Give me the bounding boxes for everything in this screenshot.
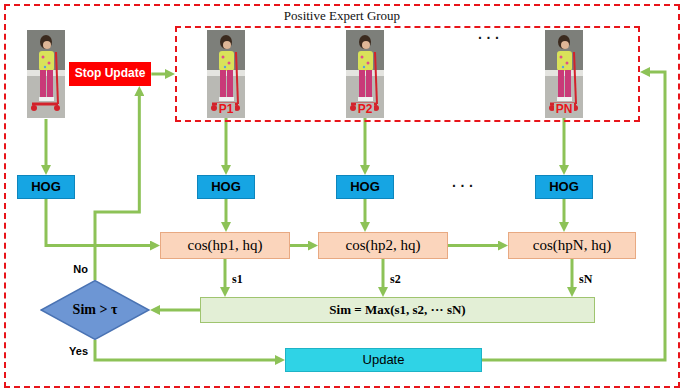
flow-arrow — [224, 259, 227, 291]
formula-text: cos(hp1, hq) — [188, 237, 263, 254]
image-label: P2 — [356, 103, 375, 117]
edge-label-box: Yes — [68, 341, 89, 359]
hog-box: HOG — [17, 175, 75, 199]
query-arrow — [45, 119, 48, 169]
formula-text: cos(hpN, hq) — [533, 237, 611, 254]
box-text: HOG — [211, 180, 241, 195]
hog-box: HOG — [336, 175, 394, 199]
stop-update-box: Stop Update — [69, 62, 152, 86]
flow-arrow — [563, 199, 566, 226]
edge-label: s1 — [232, 272, 243, 286]
hog-box: HOG — [197, 175, 255, 199]
flow-arrow — [290, 244, 312, 247]
flow-arrow — [382, 259, 385, 291]
ellipsis: · · · — [478, 30, 500, 46]
flow-arrow — [364, 199, 367, 226]
expert-photo — [346, 30, 384, 118]
flow-arrow — [95, 340, 279, 360]
edge-label-box: No — [72, 259, 89, 277]
max-box: Sim = Max(s1, s2, ··· sN) — [200, 297, 595, 323]
expert-image: PN — [545, 30, 583, 118]
flow-arrow — [448, 244, 502, 247]
ellipsis: · · · — [452, 178, 474, 194]
edge-label-box: sN — [578, 269, 593, 287]
edge-label-box: s2 — [389, 269, 402, 287]
flow-arrow — [563, 118, 566, 169]
flow-arrow — [225, 199, 228, 226]
box-text: HOG — [549, 180, 579, 195]
box-text: Update — [363, 353, 405, 368]
query-image — [27, 30, 65, 118]
decision-diamond: Sim > τ — [40, 280, 150, 340]
flow-arrow — [571, 259, 574, 291]
flow-arrow — [151, 73, 169, 76]
image-label: PN — [554, 103, 575, 117]
group-frame: Positive Expert Group · · · P1 P2 PN Stop Upd… — [4, 4, 680, 388]
update-box: Update — [285, 348, 482, 372]
formula-text: Sim = Max(s1, s2, ··· sN) — [329, 303, 465, 318]
expert-photo — [545, 30, 583, 118]
expert-photo — [207, 30, 245, 118]
expert-pool-box: · · · P1 P2 PN — [175, 26, 640, 122]
edge-label: Yes — [69, 345, 88, 357]
expert-image: P2 — [346, 30, 384, 118]
formula-text: cos(hp2, hq) — [346, 237, 421, 254]
flow-arrow — [95, 92, 139, 280]
box-text: HOG — [31, 180, 61, 195]
cosine-box: cos(hpN, hq) — [508, 232, 636, 259]
flow-arrow — [225, 118, 228, 169]
expert-image: P1 — [207, 30, 245, 118]
edge-label: sN — [579, 272, 592, 286]
edge-label: s2 — [390, 272, 401, 286]
diamond-outline — [41, 281, 149, 340]
box-text: HOG — [350, 180, 380, 195]
group-title: Positive Expert Group — [284, 9, 400, 24]
condition-text: Sim > τ — [73, 302, 118, 318]
edge-label: No — [73, 263, 88, 275]
hog-box: HOG — [535, 175, 593, 199]
flow-arrow — [156, 309, 200, 312]
flow-arrow — [364, 118, 367, 169]
box-text: Stop Update — [75, 67, 146, 81]
edge-label-box: s1 — [231, 269, 244, 287]
cosine-box: cos(hp1, hq) — [160, 232, 290, 259]
flow-arrow — [46, 199, 154, 246]
image-label: P1 — [217, 103, 236, 117]
cosine-box: cos(hp2, hq) — [318, 232, 448, 259]
